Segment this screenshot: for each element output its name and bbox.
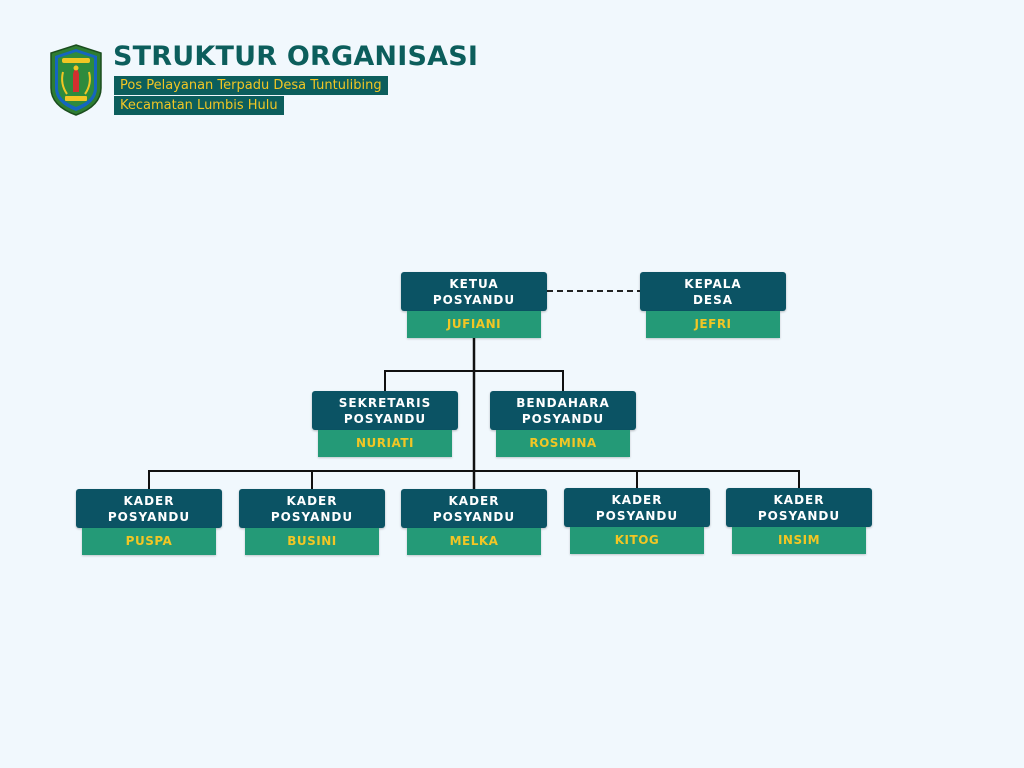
role-label-line2: POSYANDU <box>343 411 427 426</box>
node-kader-posyandu-2: KADER POSYANDU BUSINI <box>239 489 385 555</box>
role-label-line2: POSYANDU <box>432 292 516 307</box>
node-sekretaris-posyandu: SEKRETARIS POSYANDU NURIATI <box>312 391 458 457</box>
node-ketua-posyandu: KETUA POSYANDU JUFIANI <box>401 272 547 338</box>
role-label-line1: KADER <box>773 492 825 507</box>
member-name: ROSMINA <box>496 430 630 457</box>
role-label-line1: KADER <box>123 493 175 508</box>
role-label-line2: DESA <box>692 292 734 307</box>
node-bendahara-posyandu: BENDAHARA POSYANDU ROSMINA <box>490 391 636 457</box>
role-label-line2: POSYANDU <box>270 509 354 524</box>
node-kepala-desa: KEPALA DESA JEFRI <box>640 272 786 338</box>
node-kader-posyandu-5: KADER POSYANDU INSIM <box>726 488 872 554</box>
subtitle-institution: Pos Pelayanan Terpadu Desa Tuntulibing <box>114 76 388 95</box>
member-name: PUSPA <box>82 528 216 555</box>
node-kader-posyandu-1: KADER POSYANDU PUSPA <box>76 489 222 555</box>
node-kader-posyandu-3: KADER POSYANDU MELKA <box>401 489 547 555</box>
role-label-line1: BENDAHARA <box>516 395 610 410</box>
role-label-line1: KETUA <box>449 276 499 291</box>
role-box: KETUA POSYANDU <box>401 272 547 311</box>
node-kader-posyandu-4: KADER POSYANDU KITOG <box>564 488 710 554</box>
role-label-line2: POSYANDU <box>595 508 679 523</box>
role-box: BENDAHARA POSYANDU <box>490 391 636 430</box>
member-name: NURIATI <box>318 430 452 457</box>
role-box: KADER POSYANDU <box>401 489 547 528</box>
role-box: KADER POSYANDU <box>564 488 710 527</box>
role-label-line1: SEKRETARIS <box>338 395 432 410</box>
member-name: KITOG <box>570 527 704 554</box>
member-name: MELKA <box>407 528 541 555</box>
role-label-line2: POSYANDU <box>432 509 516 524</box>
role-box: KEPALA DESA <box>640 272 786 311</box>
role-label-line1: KADER <box>286 493 338 508</box>
role-label-line2: POSYANDU <box>107 509 191 524</box>
role-label-line1: KADER <box>448 493 500 508</box>
role-label-line1: KADER <box>611 492 663 507</box>
role-label-line2: POSYANDU <box>521 411 605 426</box>
member-name: JEFRI <box>646 311 780 338</box>
role-box: KADER POSYANDU <box>76 489 222 528</box>
role-box: SEKRETARIS POSYANDU <box>312 391 458 430</box>
role-label-line2: POSYANDU <box>757 508 841 523</box>
regency-emblem-icon <box>50 44 102 116</box>
member-name: JUFIANI <box>407 311 541 338</box>
role-label-line1: KEPALA <box>684 276 742 291</box>
member-name: BUSINI <box>245 528 379 555</box>
role-box: KADER POSYANDU <box>239 489 385 528</box>
subtitle-district: Kecamatan Lumbis Hulu <box>114 96 284 115</box>
member-name: INSIM <box>732 527 866 554</box>
page-title: STRUKTUR ORGANISASI <box>113 41 479 72</box>
role-box: KADER POSYANDU <box>726 488 872 527</box>
